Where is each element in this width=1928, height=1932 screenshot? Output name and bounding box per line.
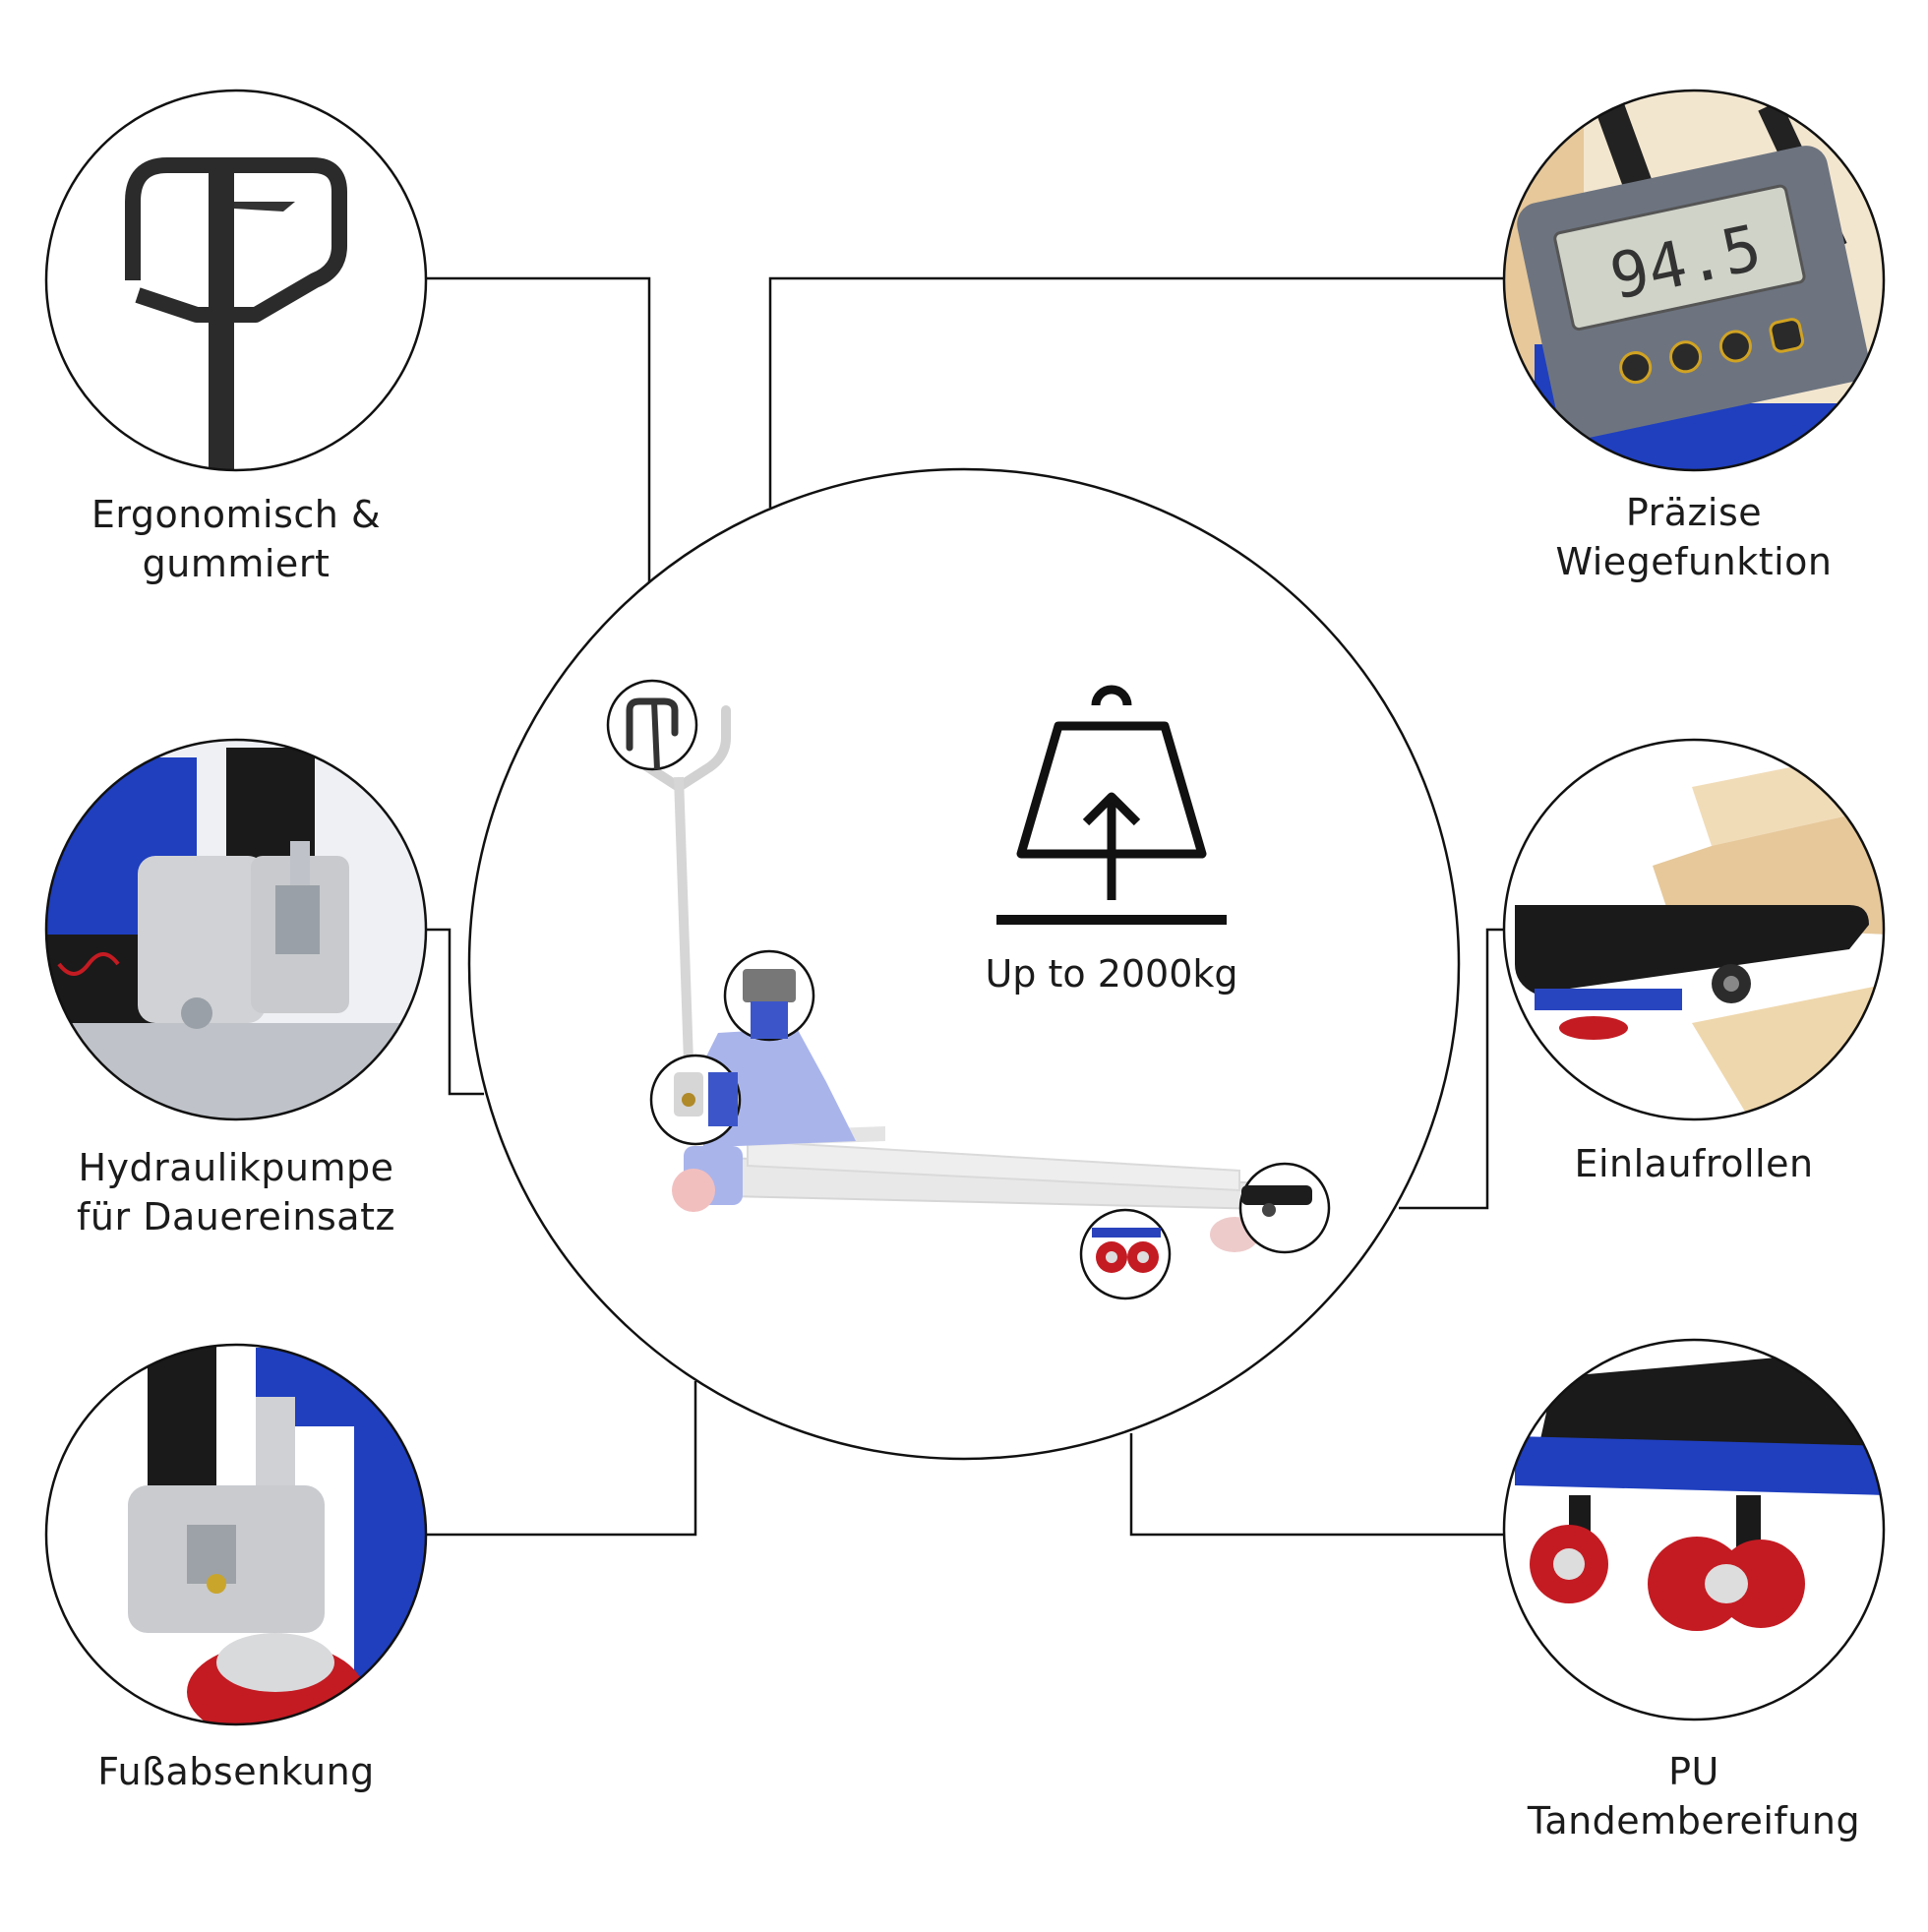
feature-photo-entry <box>1502 738 1886 1121</box>
weight-lift-icon <box>996 685 1227 925</box>
feature-circle-handle <box>44 89 428 472</box>
feature-label-handle-line1: Ergonomisch & <box>90 493 382 536</box>
feature-circle-wheels <box>1502 1338 1886 1721</box>
feature-label-pedal: Fußabsenkung <box>59 1747 413 1796</box>
capacity-label: Up to 2000kg <box>985 952 1238 996</box>
feature-label-pump: Hydraulikpumpe für Dauereinsatz <box>49 1143 423 1241</box>
callout-scale-head <box>723 949 815 1042</box>
callout-entry-roller <box>1238 1162 1331 1254</box>
callout-tandem-wheels <box>1079 1208 1172 1300</box>
feature-circle-pump <box>44 738 428 1121</box>
feature-circle-scale <box>1502 89 1886 472</box>
feature-label-entry: Einlaufrollen <box>1527 1139 1861 1188</box>
feature-label-scale: Präzise Wiegefunktion <box>1527 488 1861 586</box>
feature-photo-wheels <box>1502 1338 1886 1721</box>
feature-photo-scale: 94.5 <box>1502 89 1886 472</box>
feature-circle-entry <box>1502 738 1886 1121</box>
feature-label-scale-line1: Präzise <box>1625 491 1763 534</box>
center-circle <box>467 467 1461 1461</box>
feature-label-handle: Ergonomisch & gummiert <box>59 490 413 588</box>
callout-circles <box>606 679 1331 1300</box>
feature-label-wheels: PU Tandembereifung <box>1507 1747 1881 1845</box>
callout-pump <box>649 1054 742 1146</box>
feature-photo-pedal <box>44 1343 428 1726</box>
feature-label-wheels-line2: Tandembereifung <box>1527 1799 1861 1842</box>
connector-lines <box>426 276 1506 1537</box>
feature-label-scale-line2: Wiegefunktion <box>1555 540 1833 583</box>
callout-handle <box>606 679 698 771</box>
feature-label-pump-line2: für Dauereinsatz <box>77 1195 395 1238</box>
feature-label-wheels-line1: PU <box>1668 1750 1719 1793</box>
feature-label-pump-line1: Hydraulikpumpe <box>78 1146 394 1189</box>
feature-circle-pedal <box>44 1343 428 1726</box>
feature-label-pedal-line1: Fußabsenkung <box>97 1750 375 1793</box>
feature-photo-handle <box>44 89 428 472</box>
feature-label-handle-line2: gummiert <box>142 542 331 585</box>
feature-label-entry-line1: Einlaufrollen <box>1574 1142 1814 1185</box>
feature-photo-pump <box>44 738 428 1121</box>
